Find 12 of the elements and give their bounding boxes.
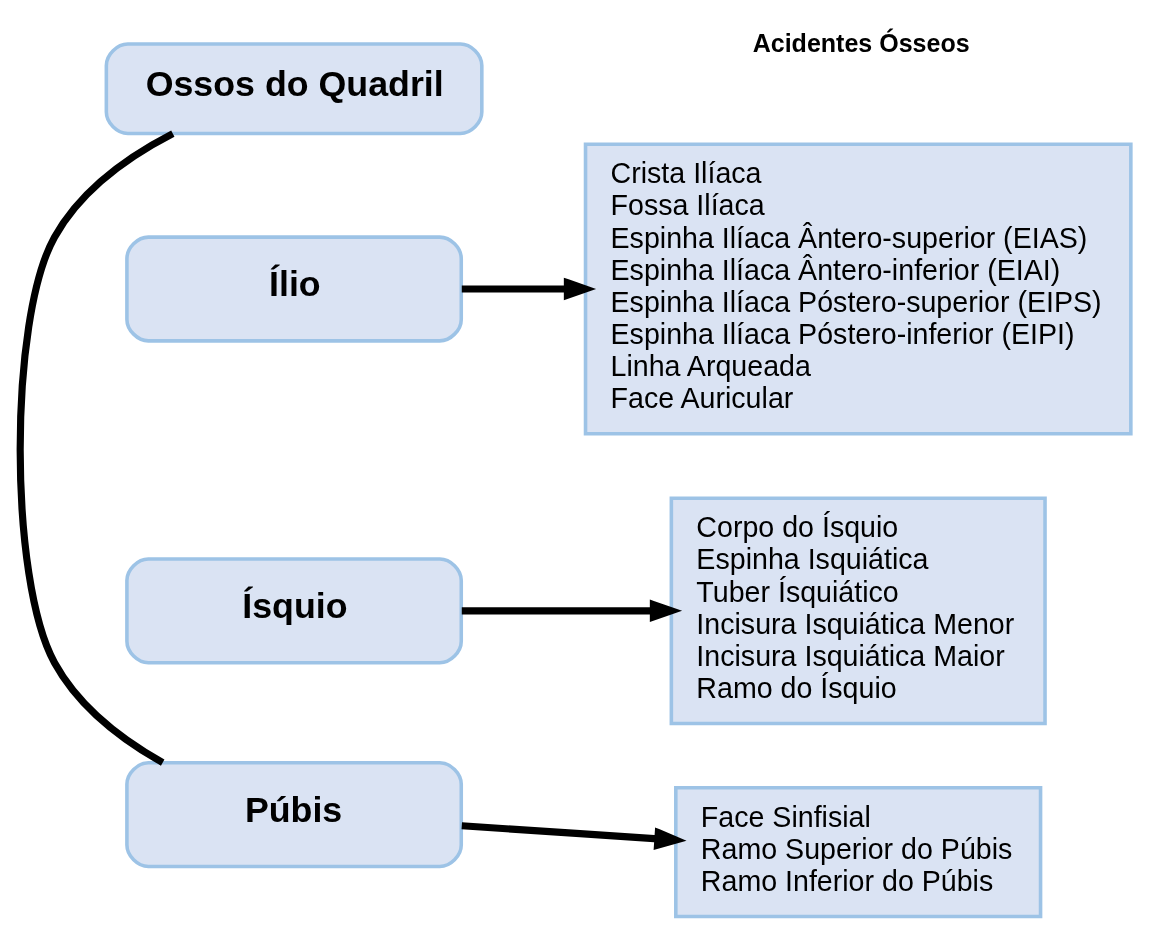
node-box: Corpo do Ísquio Espinha Isquiática Tuber Ísquiático Incisura Isquiática Menor Incisura Isquiática Maior Ramo do Ísquio <box>669 496 1047 726</box>
arrow <box>461 277 597 301</box>
node-box: Ossos do Quadril <box>104 42 484 136</box>
connector <box>16 130 175 766</box>
arrow <box>461 822 687 850</box>
label: Acidentes Ósseos <box>752 29 970 58</box>
node-box: Ílio <box>125 235 464 343</box>
node-box: Púbis <box>125 761 464 869</box>
node-box: Ísquio <box>125 557 464 665</box>
node-box: Face Sinfisial Ramo Superior do Púbis Ramo Inferior do Púbis <box>674 786 1043 919</box>
arrow <box>461 599 683 623</box>
node-box: Crista Ilíaca Fossa Ilíaca Espinha Ilíaca Ântero-superior (EIAS) Espinha Ilíaca Ântero-inferior (EIAI) Espinha Ilíaca Póstero-superior (EIPS) Espinha Ilíaca Póstero-inferior (EIPI) Linha Arqueada Face Auricular <box>583 142 1133 436</box>
